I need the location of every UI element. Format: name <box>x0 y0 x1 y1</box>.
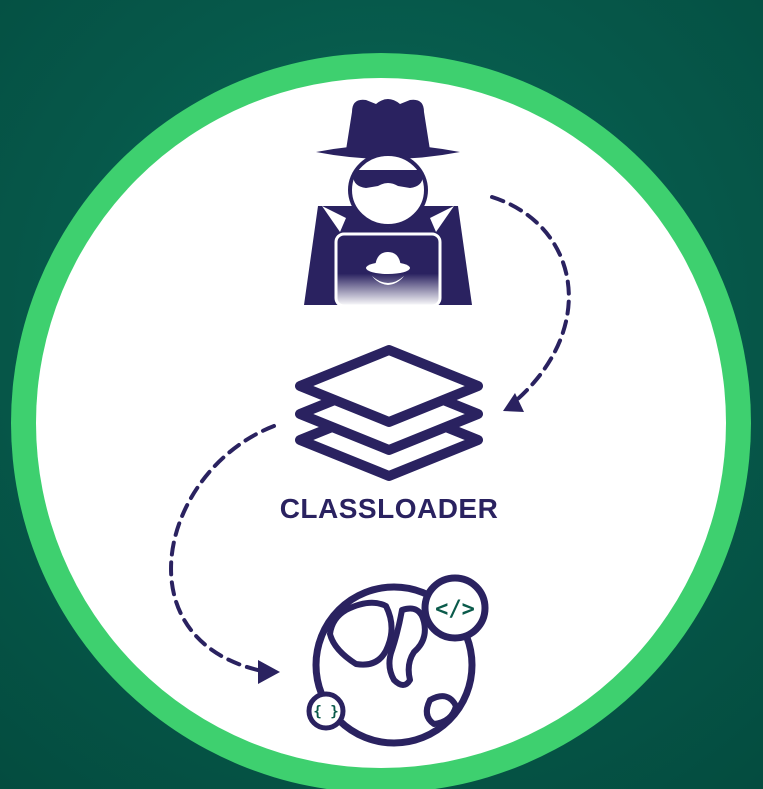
classloader-label: CLASSLOADER <box>280 493 499 524</box>
brace-badge-text: { } <box>313 704 338 720</box>
code-badge-text: </> <box>435 597 475 622</box>
brace-badge-icon: { } <box>306 691 346 731</box>
hacker-icon <box>304 99 472 308</box>
layers-icon <box>295 345 483 481</box>
arrow-classloader-to-globe <box>169 424 276 673</box>
arrow-hacker-to-classloader <box>490 195 571 406</box>
code-badge-icon: </> <box>421 574 489 642</box>
arrow-head-left <box>258 660 280 684</box>
arrow-head-right <box>503 393 524 412</box>
